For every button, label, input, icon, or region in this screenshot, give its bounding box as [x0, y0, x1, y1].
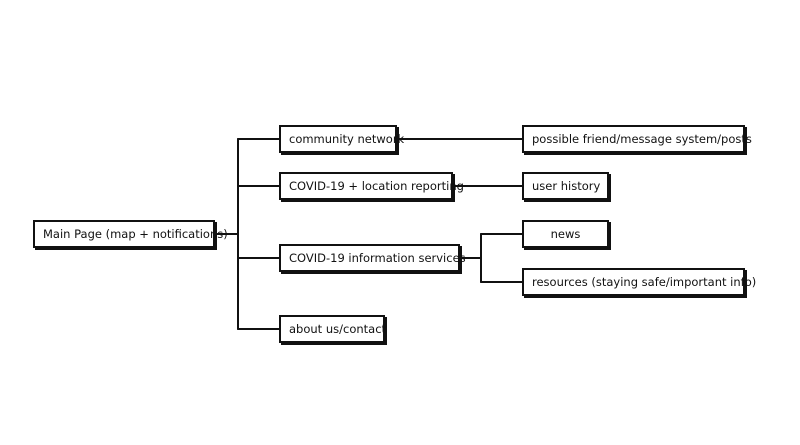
node-about-us-contact: about us/contact — [279, 315, 386, 343]
node-covid-information-services: COVID-19 information services — [279, 244, 466, 272]
node-user-history: user history — [522, 172, 609, 200]
node-resources: resources (staying safe/important info) — [522, 268, 756, 296]
node-news: news — [522, 220, 609, 248]
node-main-page: Main Page (map + notifications) — [33, 220, 228, 248]
node-community-network: community network — [279, 125, 404, 153]
node-covid-location-reporting: COVID-19 + location reporting — [279, 172, 464, 200]
node-friend-message-system: possible friend/message system/posts — [522, 125, 752, 153]
